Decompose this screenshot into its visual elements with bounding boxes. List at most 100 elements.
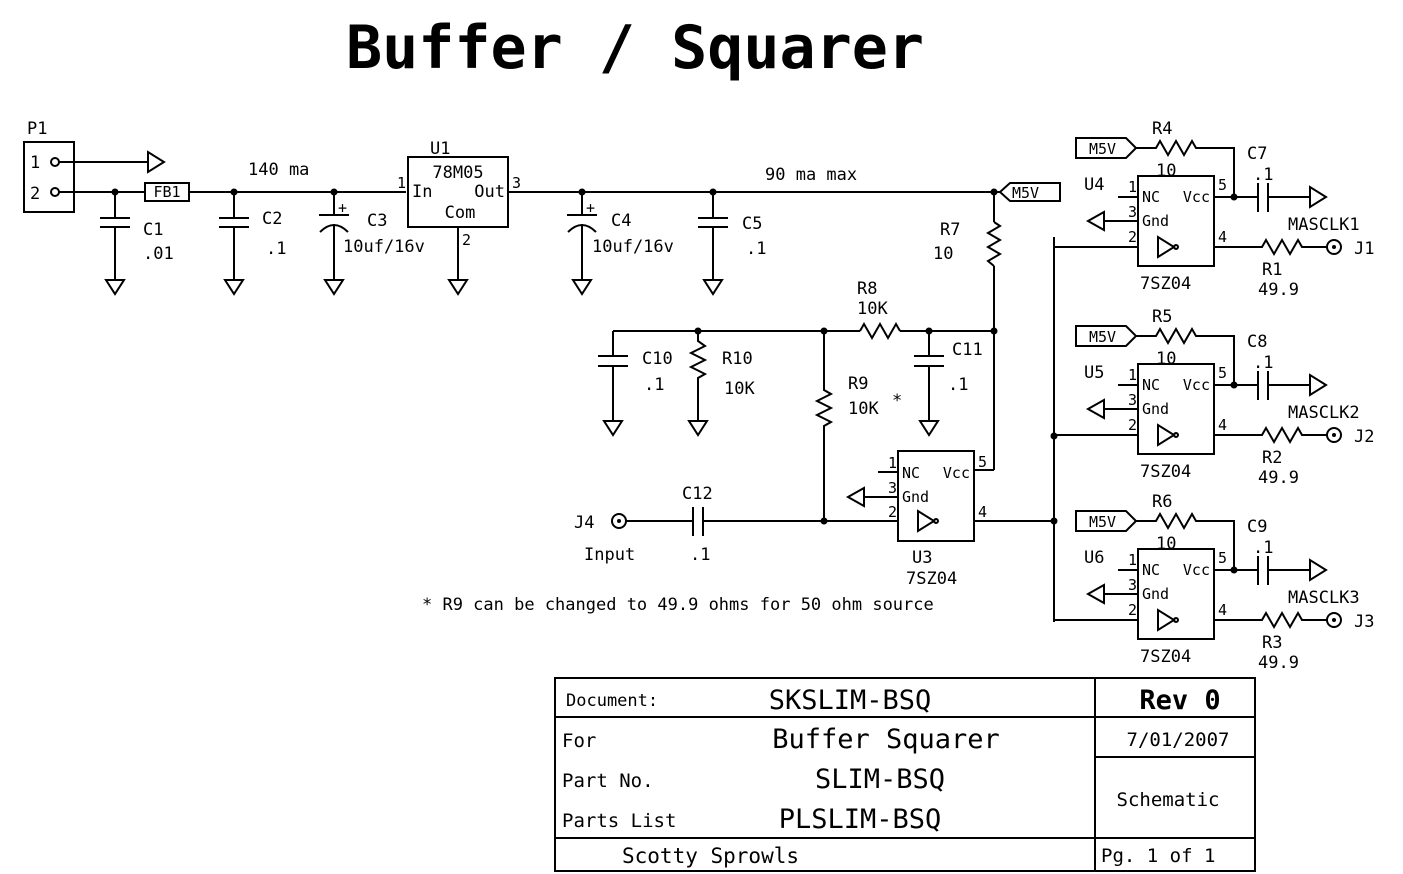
title-block: Document: SKSLIM-BSQ Rev 0 For Buffer Sq… [554,677,1256,872]
capacitor-value: .1 [1253,353,1273,373]
p1-label: P1 [27,119,47,139]
c4-polarity: + [586,199,595,217]
resistor-label: R3 [1262,633,1282,653]
u1-pin3: 3 [512,174,521,192]
r10-value: 10K [724,379,755,399]
u1-out-pin: Out [474,182,505,202]
u3-pin4: 4 [978,503,987,521]
pin-5: 5 [1218,549,1227,567]
u3-pin5: 5 [978,453,987,471]
ground-symbol [603,406,623,436]
for-label: For [562,730,596,752]
document-value: SKSLIM-BSQ [769,685,932,716]
capacitor-label: C8 [1247,332,1267,352]
j4-label: J4 [574,513,594,533]
schematic-title: Buffer / Squarer [346,13,924,83]
ground-symbol [1309,373,1328,397]
u3-vcc: Vcc [943,464,970,482]
ferrite-fb1: FB1 [144,182,190,202]
ground-symbol [105,265,125,295]
current-in-label: 140 ma [248,160,309,180]
p1-pin2-label: 2 [30,184,40,204]
jack-j4: J4 Input [574,513,635,565]
resistor-label: R6 [1152,492,1172,512]
resistor-label: R5 [1152,307,1172,327]
capacitor-c11: C11 .1 [914,331,983,436]
c11-value: .1 [948,375,968,395]
resistor-r10: R10 10K [688,331,755,436]
c12-label: C12 [682,484,713,504]
c10-label: C10 [642,349,673,369]
ground-symbol [1085,583,1105,605]
net-flag-m5v: M5V [998,182,1061,202]
resistor-value: 49.9 [1258,653,1299,673]
resistor-value: 10 [1156,534,1176,554]
document-kind: Schematic [1117,789,1220,811]
u3-pin1: 1 [888,454,897,472]
net-flag-m5v [1075,325,1138,347]
u1-com-pin: Com [445,203,476,223]
ground-symbol [703,265,723,295]
chip-part: 7SZ04 [1140,647,1191,667]
resistor-label: R4 [1152,119,1172,139]
resistor-label: R2 [1262,448,1282,468]
pin-gnd: Gnd [1142,212,1169,230]
c2-value: .1 [266,239,286,259]
inverter-symbol [1157,608,1176,632]
pin-5: 5 [1218,176,1227,194]
pin-4: 4 [1218,601,1227,619]
jack-connector [1326,427,1342,443]
r9-value: 10K [848,399,879,419]
u3-nc: NC [902,464,920,482]
ground-symbol [1085,398,1105,420]
r10-label: R10 [722,349,753,369]
r7-label: R7 [940,220,960,240]
jack-label: J2 [1354,427,1374,447]
pin-nc: NC [1142,561,1160,579]
u3-part: 7SZ04 [906,569,957,589]
pin-2: 2 [1128,416,1137,434]
part-no-label: Part No. [562,770,654,792]
for-value: Buffer Squarer [772,724,1000,755]
m5v-label: M5V [1089,513,1116,531]
pin-1: 1 [1128,366,1137,384]
capacitor-c12: C12 .1 [682,484,713,565]
signal-name: MASCLK3 [1288,588,1360,608]
m5v-label: M5V [1012,184,1039,202]
ground-symbol [1309,558,1328,582]
date: 7/01/2007 [1127,729,1230,751]
ground-symbol [324,265,344,295]
ground-symbol [572,265,592,295]
inverter-u3: NC Vcc Gnd 1 3 2 5 4 U3 7SZ04 [845,450,987,589]
r9-label: R9 [848,374,868,394]
resistor-r7: R7 10 [933,192,1002,470]
current-out-label: 90 ma max [765,165,857,185]
m5v-label: M5V [1089,140,1116,158]
u1-pin2: 2 [462,231,471,249]
p1-pin1-label: 1 [30,153,40,173]
resistor-value: 10 [1156,349,1176,369]
pin-nc: NC [1142,188,1160,206]
pin-2: 2 [1128,601,1137,619]
c3-label: C3 [367,211,387,231]
pin-3: 3 [1128,391,1137,409]
c3-value: 10uf/16v [343,237,425,257]
c1-value: .01 [143,244,174,264]
ground-symbol [448,265,468,295]
capacitor-value: .1 [1253,165,1273,185]
jack-label: J1 [1354,239,1374,259]
pin-gnd: Gnd [1142,400,1169,418]
author: Scotty Sprowls [622,844,799,868]
capacitor-label: C9 [1247,517,1267,537]
resistor-value: 10 [1156,161,1176,181]
parts-list-label: Parts List [562,810,676,832]
u3-pin2: 2 [888,503,897,521]
chip-part: 7SZ04 [1140,274,1191,294]
r8-value: 10K [857,299,888,319]
pin-3: 3 [1128,203,1137,221]
parts-list-value: PLSLIM-BSQ [779,804,942,835]
capacitor-c10: C10 .1 [598,331,673,436]
revision: Rev 0 [1139,685,1220,716]
